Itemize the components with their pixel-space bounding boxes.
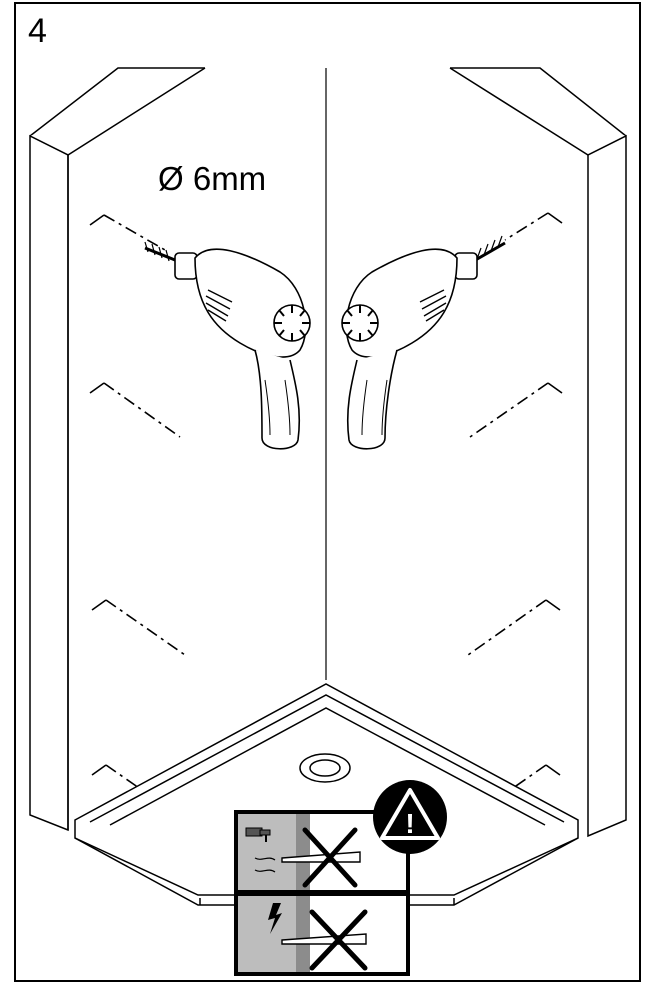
- warning-triangle-icon: !: [373, 780, 447, 854]
- lightning-icon: [268, 903, 282, 934]
- warning-panel: [234, 810, 410, 976]
- drill-markers-right: [467, 212, 563, 819]
- page-border: [14, 2, 641, 982]
- drain-icon: [299, 753, 351, 783]
- drill-bit-size-label: Ø 6mm: [158, 160, 267, 197]
- cross-out-icon: [302, 827, 368, 971]
- drill-markers-left: [89, 214, 186, 821]
- drill-left-icon: [144, 241, 311, 450]
- left-wall-panel: [29, 67, 206, 832]
- warning-symbol: !: [405, 808, 414, 839]
- drill-right-icon: [341, 235, 506, 450]
- right-wall-panel: [449, 67, 627, 838]
- step-number: 4: [28, 12, 47, 50]
- water-pipe-icon: [245, 827, 271, 842]
